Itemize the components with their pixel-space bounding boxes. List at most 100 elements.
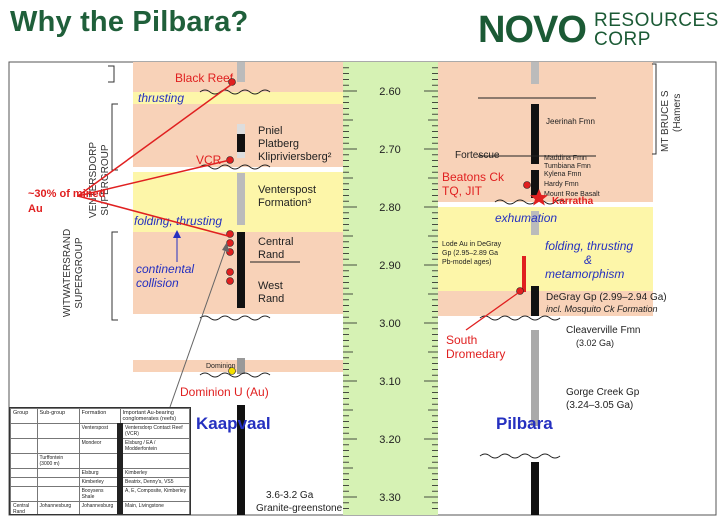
folding-thrusting-label: folding, thrusting — [134, 214, 222, 228]
table-cell — [36, 477, 80, 487]
mount-roe-label: Mount Roe Basalt — [544, 191, 600, 198]
inset-table-header-cell: Important Au-bearing conglomerates (reef… — [119, 408, 190, 424]
table-cell: Johannesburg — [78, 501, 121, 514]
age-scale-labels: 2.602.702.802.903.003.103.203.30 — [379, 86, 400, 504]
mined-au-label-1: ~30% of mined — [28, 188, 105, 200]
cleaverville-label-1: Cleaverville Fmn — [566, 325, 640, 336]
unconformity-kaapvaal-3 — [199, 315, 271, 321]
kaapvaal-yellow-thrust — [133, 92, 343, 104]
pilbara-column-grey-low — [531, 330, 539, 426]
table-cell — [10, 438, 38, 454]
kaapvaal-column-black-b — [237, 232, 245, 308]
beatons-label-1: Beatons Ck — [442, 170, 505, 184]
kaapvaal-column-grey-c — [237, 358, 245, 374]
scale-tick-label: 3.10 — [379, 376, 400, 388]
table-cell — [36, 423, 80, 439]
folding-pilbara-label-2: & — [584, 253, 592, 267]
karratha-label: Karratha — [552, 196, 594, 207]
logo-word: NOVO — [478, 9, 587, 51]
south-dromedary-label-1: South — [446, 333, 477, 347]
table-cell: Ventersdorp Contact Reef (VCR) — [117, 423, 190, 439]
pilbara-column-black-top — [531, 104, 539, 164]
black-reef-marker — [228, 78, 236, 86]
slide-title: Why the Pilbara? — [10, 6, 249, 38]
table-cell: A, E, Composite, Kimberley — [117, 486, 190, 502]
age-scale-band — [343, 62, 438, 515]
folding-arrow-head — [173, 230, 181, 238]
central-rand-label-2: Rand — [258, 249, 284, 261]
table-cell: Mondeor — [78, 438, 121, 454]
scale-tick-label: 2.80 — [379, 202, 400, 214]
pilbara-label: Pilbara — [496, 414, 553, 433]
table-row: Turffontein (3000 m) — [10, 453, 190, 469]
table-cell — [10, 486, 38, 502]
reef-marker — [226, 268, 234, 276]
pilbara-peach-degray — [437, 291, 653, 316]
table-cell — [10, 423, 38, 439]
tumbiana-label: Tumbiana Fmn — [544, 163, 591, 170]
west-rand-label-1: West — [258, 280, 283, 292]
table-cell — [36, 468, 80, 478]
lode-au-label-3: Pb-model ages) — [442, 259, 491, 266]
table-cell — [117, 453, 190, 469]
table-cell — [10, 468, 38, 478]
beatons-marker — [523, 181, 531, 189]
dominion-u-label: Dominion U (Au) — [180, 385, 269, 399]
reef-marker — [226, 230, 234, 238]
table-cell: Venterspost — [78, 423, 121, 439]
top-bracket — [108, 65, 115, 83]
reef-marker — [226, 277, 234, 285]
table-cell — [78, 453, 121, 469]
table-cell: Kimberley — [78, 477, 121, 487]
south-dromedary-label-2: Dromedary — [446, 347, 505, 361]
unconformity-kaapvaal-2 — [199, 164, 271, 170]
unconformity-pilbara-2 — [479, 315, 561, 321]
scale-tick-label: 3.20 — [379, 434, 400, 446]
unconformity-kaapvaal-4 — [199, 372, 271, 378]
continental-label-2: collision — [136, 276, 179, 290]
thrusting-label: thrusting — [138, 91, 184, 105]
platberg-label: Platberg — [258, 138, 299, 150]
inset-table-header-cell: Formation — [78, 408, 121, 424]
ventersdorp-label-1: VENTERSDORP — [88, 142, 99, 218]
witwatersrand-label-2: SUPERGROUP — [74, 237, 85, 308]
beatons-label-2: TQ, JIT — [442, 184, 483, 198]
pilbara-column-black-degray — [531, 286, 539, 316]
ventersdorp-bracket — [111, 103, 118, 171]
ventersdorp-label-2: SUPERGROUP — [100, 144, 111, 215]
inset-table-header-cell: Group — [10, 408, 38, 424]
pilbara-column-grey-mid — [531, 211, 539, 235]
dominion-marker — [228, 367, 236, 375]
cleaverville-label-2: (3.02 Ga) — [576, 338, 614, 348]
central-rand-label-1: Central — [258, 236, 293, 248]
table-cell — [36, 486, 80, 502]
table-cell: Turffontein (3000 m) — [36, 453, 80, 469]
table-cell: Booysens Shale — [78, 486, 121, 502]
table-cell: Kimberley — [117, 468, 190, 478]
lode-au-red-bar — [522, 256, 526, 292]
inset-table-header-cell: Sub-group — [36, 408, 80, 424]
table-cell — [10, 477, 38, 487]
lode-au-marker — [516, 287, 524, 295]
unconformity-pilbara-1 — [494, 199, 566, 205]
table-cell: Johannesburg — [36, 501, 80, 514]
hardy-label: Hardy Fmn — [544, 181, 579, 188]
pilbara-yellow — [437, 207, 653, 291]
pilbara-column-grey-top — [531, 62, 539, 84]
table-cell — [36, 438, 80, 454]
south-dromedary-pointer — [465, 292, 519, 331]
black-reef-label: Black Reef — [175, 71, 234, 85]
witwatersrand-bracket — [111, 231, 118, 321]
continental-label-1: continental — [136, 262, 194, 276]
star-icon — [530, 189, 548, 206]
kaapvaal-label: Kaapvaal — [196, 414, 271, 433]
